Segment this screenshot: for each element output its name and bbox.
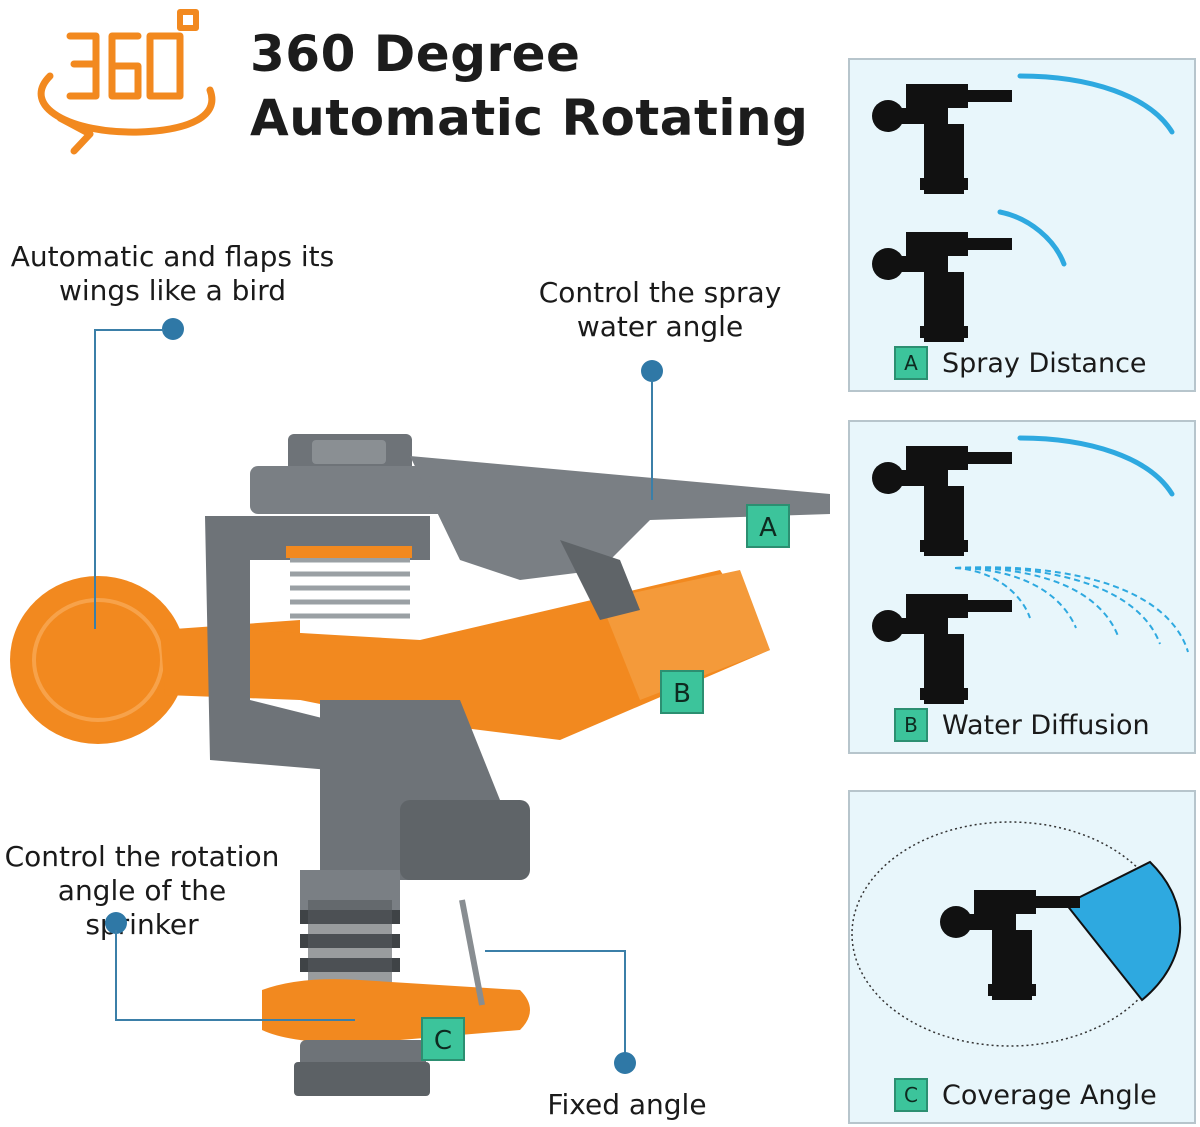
panel-coverage-angle-caption: C Coverage Angle <box>894 1078 1157 1112</box>
panel-a-badge: A <box>894 346 928 380</box>
sprinkler-product-image <box>10 434 830 1096</box>
title-line-1: 360 Degree <box>250 25 581 83</box>
panel-water-diffusion-caption: B Water Diffusion <box>894 708 1150 742</box>
callout-fixed-angle-dot <box>614 1052 636 1074</box>
callout-wings-text: Automatic and flaps its wings like a bir… <box>10 240 335 307</box>
panel-a-label: Spray Distance <box>942 347 1147 379</box>
rotation-360-logo-icon <box>37 9 216 155</box>
callout-wings-line-v <box>94 329 96 629</box>
badge-b: B <box>660 670 704 714</box>
callout-spray-angle-text: Control the spray water angle <box>538 276 782 343</box>
callout-fixed-angle-text: Fixed angle <box>547 1088 707 1121</box>
panel-b-badge: B <box>894 708 928 742</box>
panel-b-label: Water Diffusion <box>942 709 1150 741</box>
title-line-2: Automatic Rotating <box>250 89 809 147</box>
sprinkler-silhouette-icon <box>872 84 1012 194</box>
callout-rotation-angle-line-h <box>115 1019 355 1021</box>
spray-distance-diagram <box>872 73 1175 342</box>
panel-water-diffusion: B Water Diffusion <box>848 420 1196 754</box>
panel-c-label: Coverage Angle <box>942 1079 1157 1111</box>
callout-wings-dot <box>162 318 184 340</box>
callout-fixed-angle-line-h <box>485 950 625 952</box>
callout-spray-angle-line <box>651 380 653 500</box>
panel-spray-distance-caption: A Spray Distance <box>894 346 1147 380</box>
water-diffusion-diagram <box>872 435 1189 704</box>
page-title: 360 Degree Automatic Rotating <box>250 22 808 150</box>
panel-spray-distance: A Spray Distance <box>848 58 1196 392</box>
callout-wings-line-h <box>94 329 164 331</box>
callout-rotation-angle-text: Control the rotation angle of the sprink… <box>4 840 280 941</box>
callout-rotation-angle-line-v <box>115 930 117 1020</box>
callout-spray-angle-dot <box>641 360 663 382</box>
callout-fixed-angle-line-v <box>624 950 626 1054</box>
coverage-angle-diagram <box>851 821 1182 1047</box>
badge-c: C <box>421 1017 465 1061</box>
badge-a: A <box>746 504 790 548</box>
panel-coverage-angle: C Coverage Angle <box>848 790 1196 1124</box>
callout-rotation-angle-dot <box>105 912 127 934</box>
panel-c-badge: C <box>894 1078 928 1112</box>
